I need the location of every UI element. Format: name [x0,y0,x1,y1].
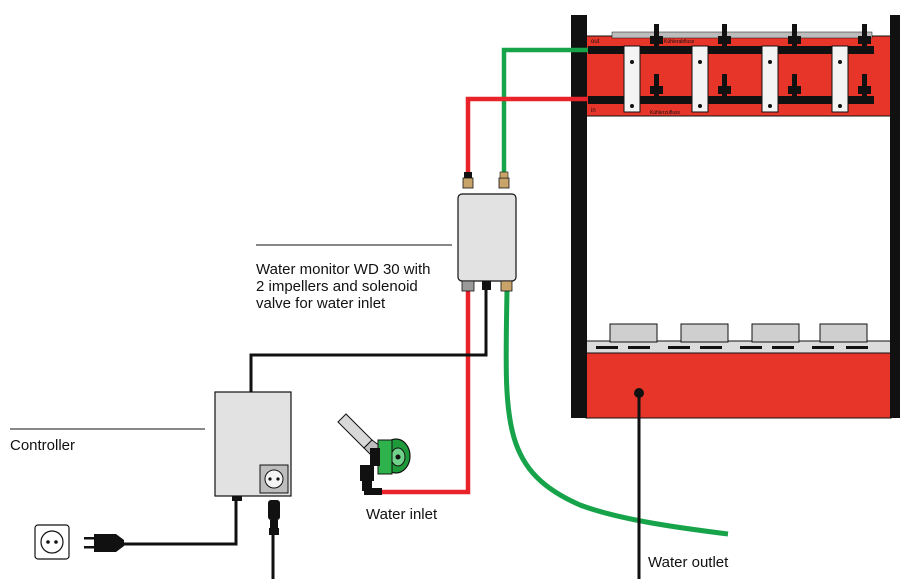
manifold-in-tag: Kühlerzufluss [650,110,681,116]
monitor-body [457,193,517,282]
water-outlet-label: Water outlet [648,554,729,571]
manifold-out-tag: Kühlerabfluss [664,39,695,45]
faucet-icon[interactable] [337,413,411,495]
rail-blocks [609,323,868,343]
water-monitor-label-line1: Water monitor WD 30 with [256,261,431,278]
controller-label: Controller [10,437,75,454]
manifold-out-label: out [591,39,600,45]
controller [214,391,292,535]
rail-slots [596,346,868,349]
clamp-modules [623,45,849,113]
monitor-return-fitting [498,177,510,189]
manifold: out in Kühlerabfluss Kühlerzufluss [588,24,874,116]
hoses [380,47,729,537]
supply-hose-upper [465,96,588,186]
return-hose-upper [501,47,588,186]
cables [124,284,641,579]
water-inlet-label: Water inlet [366,506,438,523]
left-post [571,15,587,418]
water-monitor [457,171,517,292]
out-pipe [588,46,874,54]
water-monitor-label-line3: valve for water inlet [256,295,386,312]
plug-icon [268,500,280,535]
monitor-cable [249,284,488,392]
valves-in [650,74,871,104]
mains-cable [124,497,238,546]
machine-frame [571,15,900,419]
valves-out [650,24,871,54]
in-pipe [588,96,874,104]
wall-socket-icon[interactable] [34,524,70,560]
base-tank [585,351,892,419]
right-post [890,15,900,418]
outlet-hose [503,289,729,537]
water-monitor-label-line2: 2 impellers and solenoid [256,278,418,295]
manifold-in-label: in [591,108,596,114]
mains-plug-icon [84,534,124,552]
monitor-inlet-fitting [462,177,474,189]
